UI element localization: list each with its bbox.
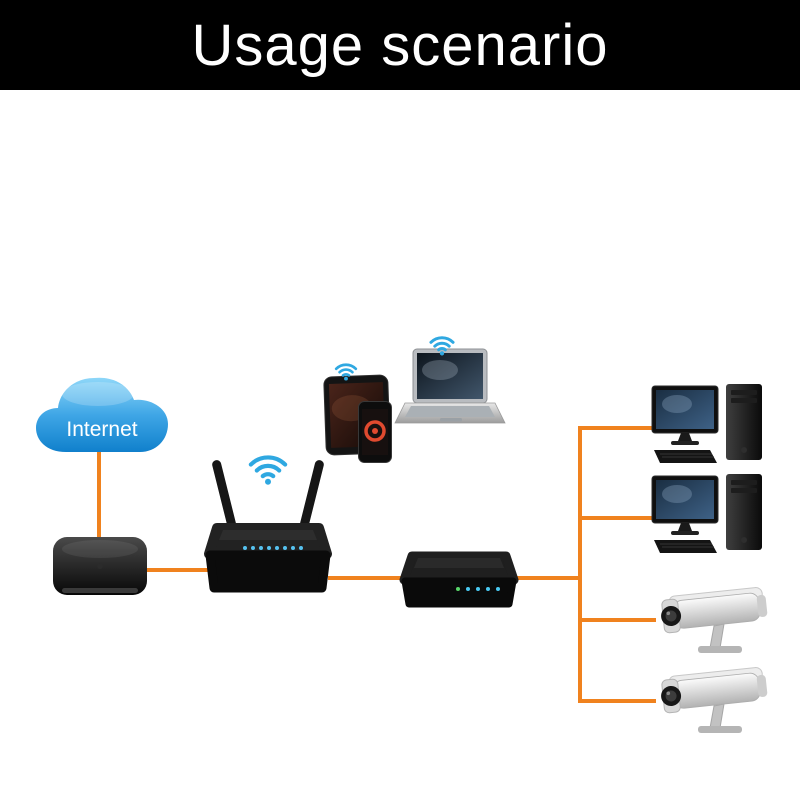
wifi-icon-laptop [424, 328, 460, 356]
wireless-router [203, 448, 333, 603]
router-icon [204, 460, 332, 593]
wifi-icon-router [240, 442, 296, 486]
cctv-camera-icon [661, 667, 768, 733]
internet-label: Internet [66, 418, 137, 441]
page-title: Usage scenario [191, 12, 609, 78]
smartphone-icon [358, 401, 392, 463]
desktop-computer-2 [650, 474, 768, 568]
desktop-computer-1 [650, 384, 768, 478]
modem-icon [53, 537, 147, 595]
desktop-computer-icon [651, 474, 762, 553]
router-antenna-left-icon [212, 460, 238, 537]
connector-branch-cam1 [582, 618, 656, 622]
title-banner: Usage scenario [0, 0, 800, 90]
cctv-camera-icon [661, 587, 768, 653]
connector-branch-cam2 [582, 699, 656, 703]
connector-modem-router [147, 568, 209, 572]
cctv-camera-1 [654, 586, 776, 660]
connector-branch-pc1 [582, 426, 652, 430]
smartphone [357, 400, 393, 464]
modem [50, 528, 150, 603]
internet-cloud: Internet [28, 366, 178, 461]
cctv-camera-2 [654, 666, 776, 740]
connector-switch-trunk [514, 576, 582, 580]
laptop-icon [394, 348, 506, 424]
wifi-icon-tablet [330, 356, 362, 381]
switch-icon [399, 551, 519, 608]
connector-trunk [578, 426, 582, 703]
desktop-computer-icon [651, 384, 762, 463]
router-led-row [243, 546, 303, 550]
connector-cloud-modem [97, 450, 101, 538]
cloud-icon: Internet [36, 377, 168, 452]
connector-router-switch [328, 576, 402, 580]
switch-led-row [456, 587, 500, 591]
connector-branch-pc2 [582, 516, 652, 520]
laptop [392, 348, 506, 442]
network-switch [398, 542, 520, 614]
router-antenna-right-icon [298, 460, 324, 537]
